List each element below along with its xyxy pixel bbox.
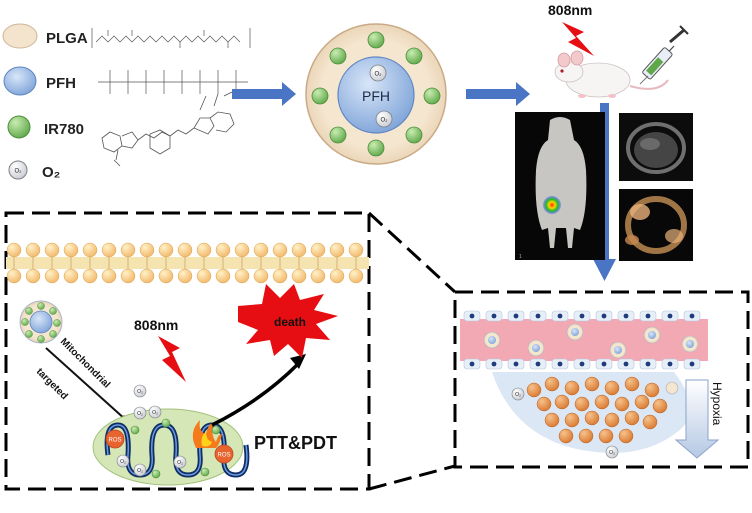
svg-text:O₂: O₂ xyxy=(120,459,126,465)
laser-bottom-label: 808nm xyxy=(134,317,178,333)
nanoparticle: PFH O₂ O₂ xyxy=(305,23,447,165)
lightning-icon xyxy=(562,22,594,56)
o2-swatch-label: O₂ xyxy=(15,169,23,175)
ros-left: ROS xyxy=(105,429,125,449)
core-label: PFH xyxy=(362,88,390,104)
svg-text:O₂: O₂ xyxy=(137,411,143,417)
core-o2-top: O₂ xyxy=(369,64,387,82)
svg-text:O₂: O₂ xyxy=(609,450,615,456)
tumor-cells xyxy=(526,376,668,444)
therapy-label: PTT&PDT xyxy=(254,433,337,453)
laser-top-label: 808nm xyxy=(548,2,592,18)
pfh-structure-icon xyxy=(98,70,248,94)
small-nanoparticle xyxy=(19,300,63,344)
ir780-structure-icon xyxy=(101,91,235,167)
fluorescence-image-number: 1 xyxy=(519,254,522,260)
svg-text:O₂: O₂ xyxy=(137,389,143,395)
hypoxia-label: Hypoxia xyxy=(710,382,724,426)
vessel-nanoparticles xyxy=(483,323,699,359)
zoom-connectors xyxy=(367,211,457,491)
arrow-nanoparticle-to-mouse xyxy=(466,82,530,106)
tumor-panel: O₂ O₂ Hypoxia xyxy=(453,290,750,469)
fluorescence-image: 1 xyxy=(515,112,605,260)
hypoxia-arrow xyxy=(674,379,720,459)
svg-text:O₂: O₂ xyxy=(152,410,158,416)
legend-ir780-label: IR780 xyxy=(44,121,84,138)
svg-text:O₂: O₂ xyxy=(375,72,383,78)
plga-structure-icon xyxy=(91,28,251,48)
targeting-arrow xyxy=(45,347,127,421)
ros-right: ROS xyxy=(214,444,234,464)
cell-membrane xyxy=(6,242,369,284)
arrow-legend-to-nanoparticle xyxy=(232,82,296,106)
legend-o2-label: O₂ xyxy=(42,164,60,181)
ir780-ring xyxy=(311,31,441,157)
lipid-heads xyxy=(6,242,364,284)
blood-vessel xyxy=(460,310,708,370)
tumor-tissue: O₂ O₂ xyxy=(492,372,691,459)
svg-text:O₂: O₂ xyxy=(177,460,183,466)
tumor-o2: O₂ O₂ xyxy=(511,381,679,459)
free-o2: O₂ O₂ O₂ xyxy=(133,384,171,428)
mito-ir780 xyxy=(130,425,221,479)
legend-plga-label: PLGA xyxy=(46,30,88,47)
lightning-bottom-icon xyxy=(158,336,186,382)
svg-text:O₂: O₂ xyxy=(137,468,143,474)
core-o2-bottom: O₂ xyxy=(375,110,393,128)
death-label: death xyxy=(274,315,306,329)
plga-swatch xyxy=(2,23,38,49)
ir780-swatch xyxy=(7,115,31,139)
laser-top: 808nm xyxy=(548,2,594,56)
mitochondrion: ROS ROS O₂ O₂ O₂ xyxy=(92,408,250,486)
pfh-swatch xyxy=(3,66,37,96)
legend-pfh-label: PFH xyxy=(46,75,76,92)
targeted-label: targeted xyxy=(34,366,70,402)
mouse-illustration xyxy=(554,50,669,98)
heat-flame-icon xyxy=(192,420,222,448)
svg-text:ROS: ROS xyxy=(108,438,121,444)
death-burst-icon xyxy=(238,284,338,358)
legend: PLGA PFH IR780 O₂ O₂ xyxy=(2,23,251,181)
ultrasound-contrast xyxy=(619,189,693,261)
o2-swatch xyxy=(8,160,28,180)
mechanism-panel: Mitochondrial targeted 808nm ROS ROS xyxy=(4,211,371,491)
svg-text:ROS: ROS xyxy=(217,453,230,459)
ultrasound-b-mode xyxy=(619,113,693,181)
svg-text:O₂: O₂ xyxy=(515,392,521,398)
syringe-icon xyxy=(639,25,689,85)
pfh-core xyxy=(337,56,415,134)
outcome-arrow xyxy=(211,362,300,427)
svg-text:O₂: O₂ xyxy=(381,118,389,124)
mito-o2: O₂ O₂ O₂ xyxy=(116,454,187,477)
